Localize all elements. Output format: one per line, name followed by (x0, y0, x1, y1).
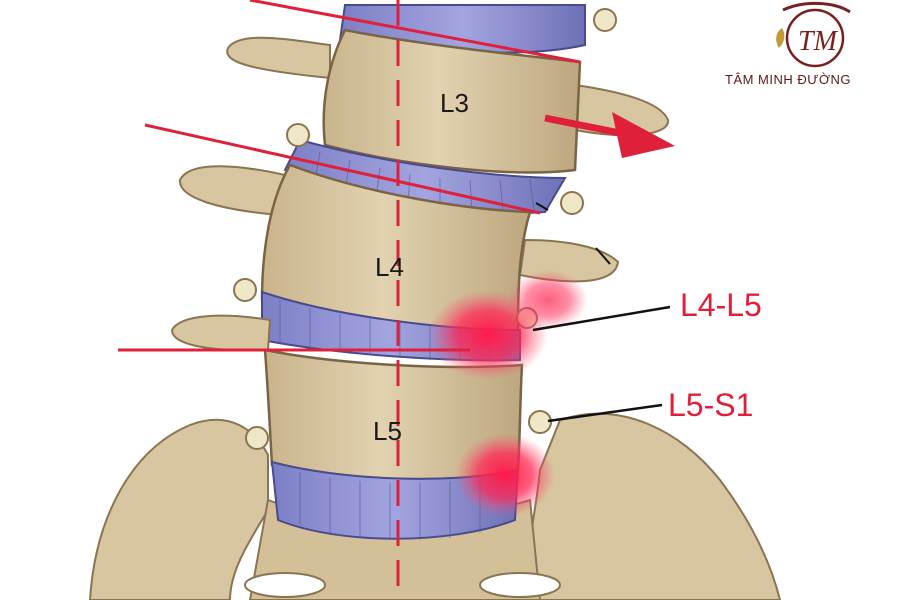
disc-fibers (314, 151, 535, 213)
sacral-foramen (244, 572, 326, 598)
transverse-process-l3-left (226, 36, 331, 80)
pelvis-bone (88, 418, 269, 600)
slip-arrow-head (612, 112, 675, 158)
pain-highlight-l5-s1 (455, 433, 555, 517)
disc-fibers (299, 472, 481, 540)
facet-joint-l5-s1 (528, 410, 552, 434)
brand-logo-emblem (785, 8, 845, 68)
label-l3: L3 (440, 88, 469, 118)
alignment-line-top (249, 0, 581, 64)
facet-joint (245, 426, 269, 450)
leader-line-l4-l5 (532, 305, 671, 332)
callout-l4-l5: L4-L5 (680, 287, 762, 323)
brand-leaf-icon (776, 28, 785, 48)
facet-joint (286, 123, 310, 147)
sacral-foramen (479, 572, 561, 598)
pain-highlight-l4-l5 (428, 290, 548, 380)
slip-arrow-shaft (544, 114, 631, 139)
brand-name: TÂM MINH ĐƯỜNG (725, 72, 851, 87)
facet-joint (593, 8, 617, 32)
transverse-process-l4-left (178, 165, 287, 217)
pelvis-bone-right (518, 412, 782, 600)
alignment-line-middle (144, 123, 541, 215)
facet-joint (233, 278, 257, 302)
label-l4: L4 (375, 252, 404, 282)
brand-logo-swoosh (782, 1, 851, 14)
tick-mark (535, 202, 549, 211)
leader-line-l5-s1 (547, 403, 663, 423)
tick-mark (595, 247, 611, 265)
brand-logo: TM (776, 1, 851, 68)
label-l5: L5 (373, 416, 402, 446)
facet-joint (560, 191, 584, 215)
brand-monogram: TM (798, 26, 839, 57)
vertebra-l3 (322, 28, 582, 174)
transverse-process-l5-left (170, 314, 272, 352)
callout-l5-s1: L5-S1 (668, 387, 753, 423)
